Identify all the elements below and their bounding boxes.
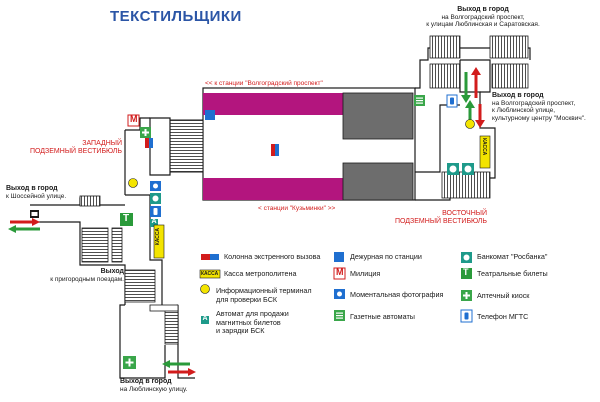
west-platform-stairs (169, 119, 204, 173)
legend-icons (199, 252, 473, 324)
platform-track-south (203, 178, 343, 200)
phone-icon (460, 309, 473, 323)
pharmacy-icon (461, 290, 472, 301)
ticket-machine-icon (201, 316, 209, 324)
kassa-west-label: КАССА (155, 228, 161, 246)
rosbank-atm-icon (462, 163, 474, 175)
theatre-letter: Т (123, 213, 130, 224)
bottom-stairs (124, 269, 156, 303)
theatre-tickets-icon (120, 213, 133, 226)
direction-kuzminki: < станции "Кузьминки" >> (258, 205, 336, 212)
pharmacy-icon (123, 356, 136, 369)
legend-police: Милиция (350, 269, 381, 278)
escalator-block-north (342, 92, 414, 140)
west-stairs-suburban (81, 227, 109, 263)
rosbank-atm-icon (461, 252, 472, 263)
legend-automat-letter: А (202, 315, 208, 322)
platform-track-north (203, 93, 343, 115)
theatre-tickets-icon (461, 268, 472, 279)
legend-kassa-badge: КАССА (201, 271, 219, 277)
emergency-call-icon (145, 138, 149, 148)
legend-pharmacy: Аптечный киоск (477, 291, 530, 300)
east-stairs-bottom (441, 171, 491, 199)
pharmacy-icon (140, 127, 151, 138)
escalator-block-south (342, 162, 414, 201)
legend-duty: Дежурная по станции (350, 252, 422, 261)
east-stairs-top-right (489, 35, 529, 59)
phone-icon (150, 206, 161, 217)
legend-photo: Моментальная фотография (350, 290, 444, 299)
police-icon (127, 114, 140, 127)
exit-middle-left: Выход к пригородным поездам. (50, 268, 124, 283)
newspaper-machine-icon (334, 310, 345, 321)
phone-icon (446, 94, 458, 108)
legend-phone: Телефон МГТС (477, 312, 529, 321)
direction-volgogradsky: << к станции "Волгоградский проспект" (205, 80, 323, 87)
newspaper-machine-icon (30, 210, 39, 218)
station-title: ТЕКСТИЛЬЩИКИ (110, 8, 242, 25)
legend-kassa: Касса метрополитена (224, 269, 297, 278)
exit-arrows (8, 67, 485, 376)
west-vestibule-label: ЗАПАДНЫЙ ПОДЗЕМНЫЙ ВЕСТИБЮЛЬ (29, 140, 122, 155)
photo-booth-icon (334, 289, 345, 299)
photo-booth-icon (150, 181, 161, 191)
rosbank-atm-icon (150, 193, 161, 204)
legend-police-letter: М (336, 267, 344, 277)
ticket-office-icon (199, 269, 221, 279)
exit-bottom: Выход в город на Люблинскую улицу. (120, 378, 188, 393)
exit-top-right: Выход в город на Волгоградский проспект,… (426, 6, 540, 28)
legend-theatre: Театральные билеты (477, 269, 548, 278)
ticket-office-icon (479, 135, 491, 169)
emergency-call-icon (201, 254, 210, 260)
kassa-east-label: КАССА (481, 138, 487, 156)
east-vestibule-label: ВОСТОЧНЫЙ ПОДЗЕМНЫЙ ВЕСТИБЮЛЬ (394, 210, 487, 225)
central-hall (202, 87, 416, 201)
legend-info-terminal: Информационный терминал для проверки БСК (216, 286, 312, 304)
ticket-machine-icon (150, 219, 158, 227)
info-terminal-icon (200, 284, 210, 294)
duty-officer-icon (205, 110, 215, 120)
legend-rosbank: Банкомат "Росбанка" (477, 252, 548, 261)
legend-ticket-machine: Автомат для продажи магнитных билетов и … (216, 309, 289, 335)
police-letter: М (130, 114, 138, 124)
exit-left: Выход в город к Шоссейной улице. (6, 185, 67, 200)
info-terminal-icon (128, 178, 138, 188)
duty-officer-icon (334, 252, 344, 262)
legend-theatre-letter: Т (463, 267, 469, 277)
ticket-office-icon (153, 224, 165, 259)
east-stairs-top-left (429, 35, 461, 59)
police-icon (333, 267, 346, 280)
info-terminal-icon (465, 119, 475, 129)
rosbank-atm-icon (447, 163, 459, 175)
newspaper-machine-icon (414, 95, 425, 106)
automat-letter: А (151, 218, 157, 225)
legend-newspaper: Газетные автоматы (350, 312, 415, 321)
legend-emergency: Колонна экстренного вызова (224, 252, 321, 261)
exit-right: Выход в город на Волгоградский проспект,… (492, 92, 586, 122)
